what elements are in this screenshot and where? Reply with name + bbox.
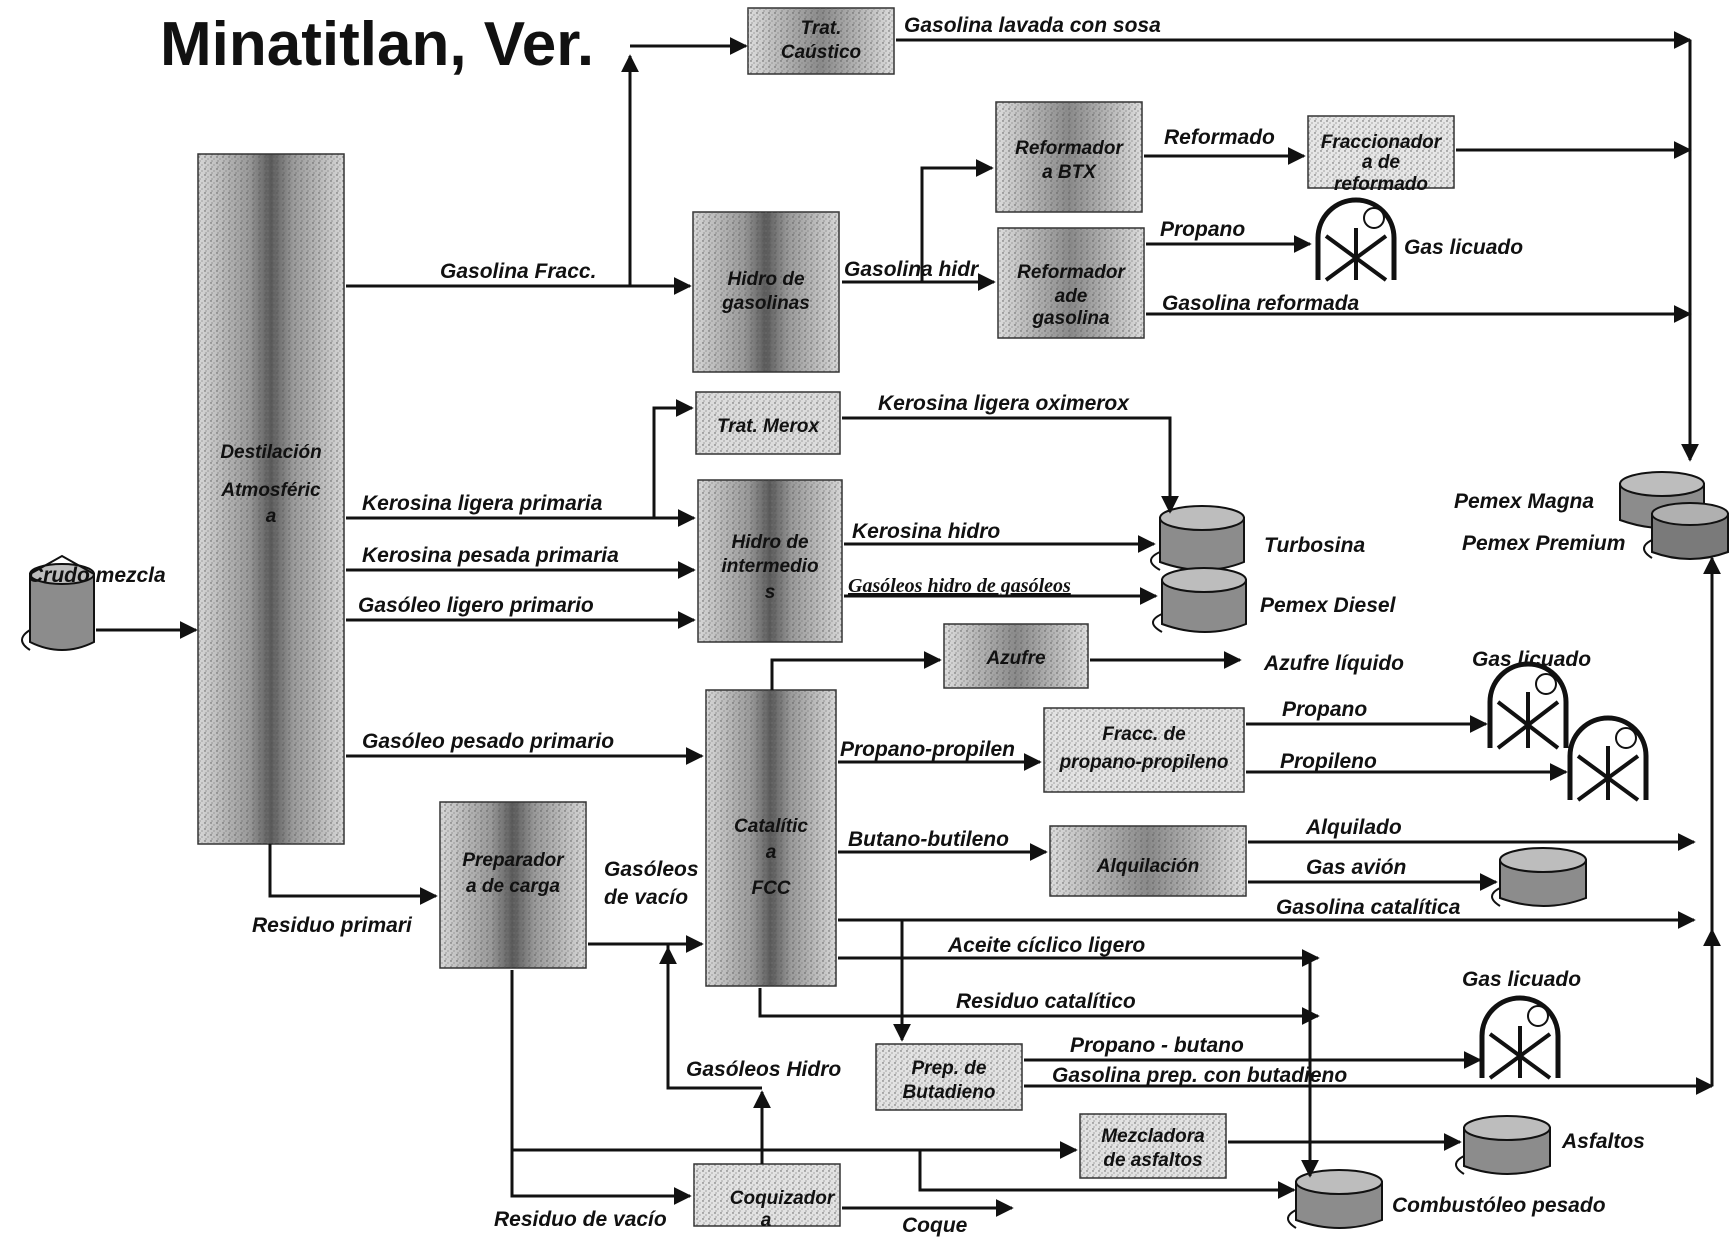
label-propano-butano: Propano - butano [1070,1034,1244,1057]
label-gasolina-butadieno: Gasolina prep. con butadieno [1052,1064,1347,1087]
label-pemex-premium: Pemex Premium [1462,532,1625,555]
tank-pemex-diesel [1152,567,1247,633]
label-butano-butileno: Butano-butileno [848,828,1009,851]
label-propano-1: Propano [1160,218,1245,241]
label-pemex-magna: Pemex Magna [1454,490,1594,513]
label-residuo-vacio: Residuo de vacío [494,1208,667,1231]
svg-text:Azufre: Azufre [985,648,1046,669]
label-gasoleos-hidro-de-gasoleos: Gasóleos hidro de gasóleos [848,575,1071,597]
tank-pemex-premium [1643,502,1729,560]
tank-crudo-mezcla [21,554,95,651]
unit-trat-caustico: Trat.Caústico [747,7,895,75]
label-gas-licuado-1: Gas licuado [1404,236,1523,259]
svg-text:Trat.Caústico: Trat.Caústico [781,18,861,63]
sphere-gas-licuado-2a [1487,661,1569,750]
svg-text:Trat. Merox: Trat. Merox [717,416,821,437]
label-kerosina-ligera-primaria: Kerosina ligera primaria [362,492,603,515]
label-gas-avion: Gas avión [1306,856,1406,879]
label-propileno: Propileno [1280,750,1377,773]
unit-trat-merox: Trat. Merox [695,391,841,455]
tank-gas-avion [1491,847,1587,907]
label-kerosina-oximerox: Kerosina ligera oximerox [878,392,1130,415]
label-gasoleos-vacio-2: de vacío [604,886,688,909]
label-reformado: Reformado [1164,126,1275,149]
label-gasoleo-pesado-primario: Gasóleo pesado primario [362,730,614,753]
unit-azufre: Azufre [943,623,1089,689]
tank-combustoleo-pesado [1287,1169,1383,1229]
unit-alquilacion: Alquilación [1049,825,1247,897]
label-gasolina-reformada: Gasolina reformada [1162,292,1360,315]
label-gasolina-catalitica: Gasolina catalítica [1276,896,1461,919]
label-gasoleo-ligero-primario: Gasóleo ligero primario [358,594,594,617]
label-kerosina-hidro: Kerosina hidro [852,520,1000,543]
tank-asfaltos [1455,1115,1551,1175]
label-azufre-liquido: Azufre líquido [1263,652,1404,675]
sphere-gas-licuado-1 [1315,197,1397,282]
label-kerosina-pesada-primaria: Kerosina pesada primaria [362,544,619,567]
label-propano-propilen: Propano-propilen [840,738,1015,761]
label-turbosina: Turbosina [1264,534,1365,557]
label-propano-2: Propano [1282,698,1367,721]
svg-text:Alquilación: Alquilación [1096,856,1199,877]
tank-turbosina [1150,505,1245,571]
label-crudo-mezcla: Crudo mezcla [28,564,166,587]
label-alquilado: Alquilado [1305,816,1402,839]
label-pemex-diesel: Pemex Diesel [1260,594,1397,617]
label-gasolina-fracc: Gasolina Fracc. [440,260,596,283]
label-coque: Coque [902,1214,968,1237]
sphere-gas-licuado-3 [1479,995,1561,1080]
label-residuo-catalitico: Residuo catalítico [956,990,1136,1013]
label-residuo-primario: Residuo primari [252,914,413,937]
label-combustoleo-pesado: Combustóleo pesado [1392,1194,1606,1217]
label-gas-licuado-3: Gas licuado [1462,968,1581,991]
label-gasoleos-vacio-1: Gasóleos [604,858,699,881]
label-gas-licuado-2: Gas licuado [1472,648,1591,671]
sphere-gas-licuado-2b [1567,715,1649,802]
diagram-title: Minatitlan, Ver. [160,10,594,79]
flow-lines [96,31,1721,1217]
label-gasoleos-hidro: Gasóleos Hidro [686,1058,841,1081]
label-asfaltos: Asfaltos [1561,1130,1645,1153]
label-gasolina-hidr: Gasolina hidr [844,258,980,281]
label-gasolina-lavada: Gasolina lavada con sosa [904,14,1161,37]
label-aceite-ciclico: Aceite cíclico ligero [947,934,1145,957]
